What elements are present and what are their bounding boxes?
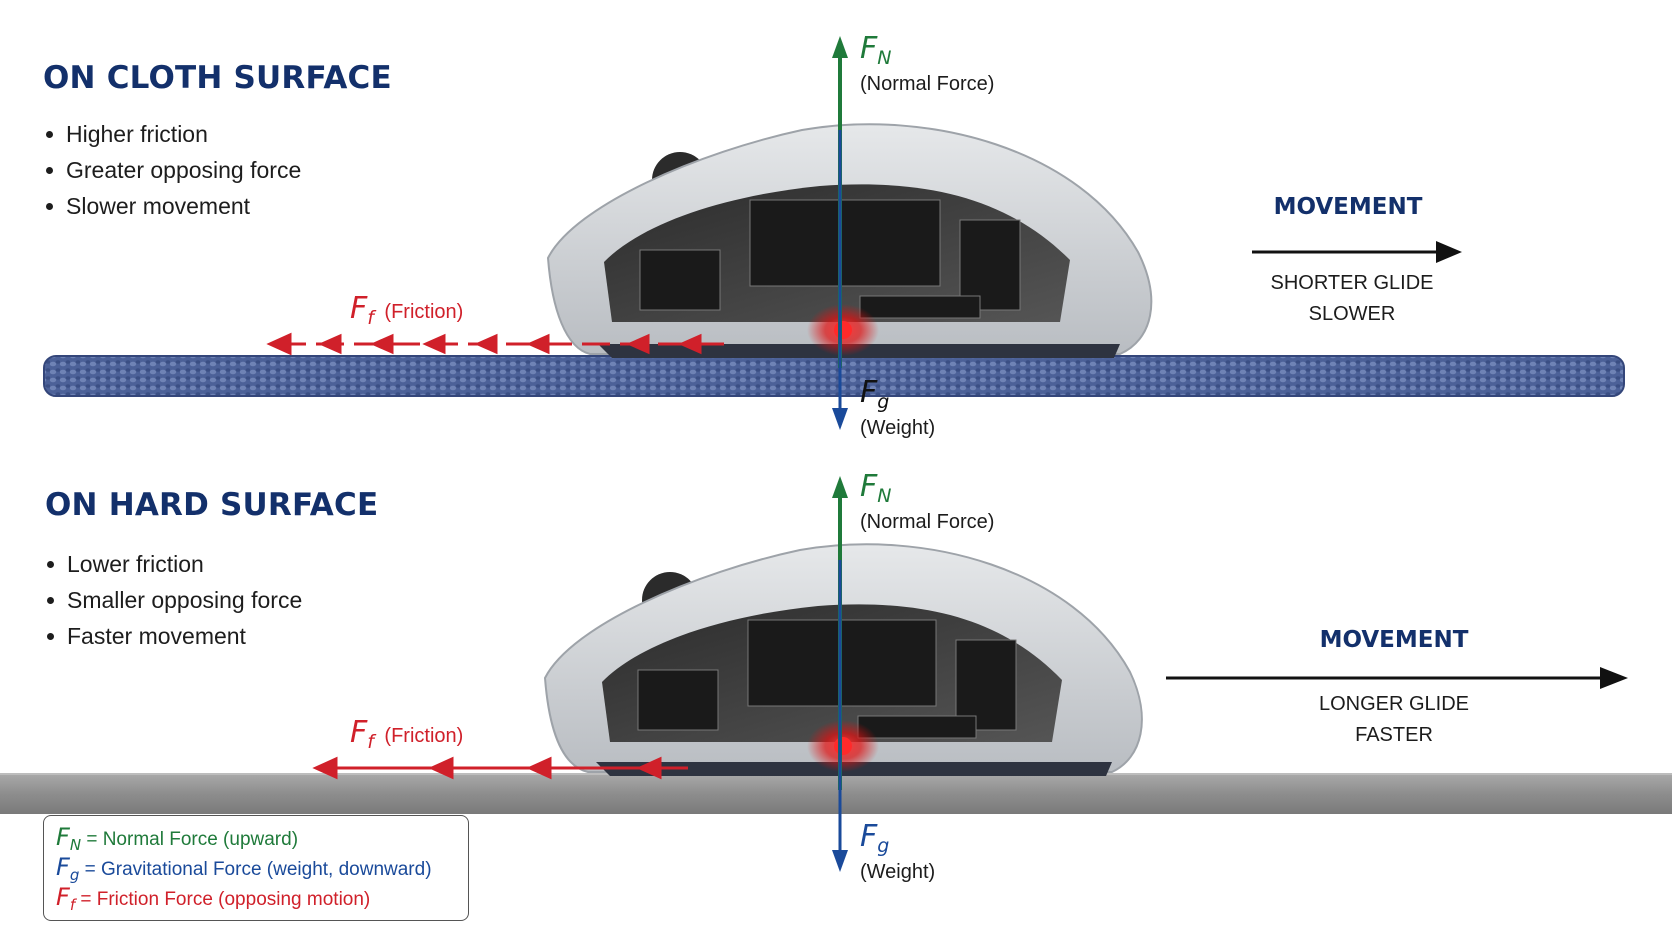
weight-label-top: Fg (Weight) bbox=[860, 378, 935, 440]
legend-friction: Ff = Friction Force (opposing motion) bbox=[56, 882, 456, 914]
weight-desc: (Weight) bbox=[860, 417, 936, 439]
hard-bullets: Lower friction Smaller opposing force Fa… bbox=[43, 546, 302, 654]
list-item: Slower movement bbox=[42, 188, 301, 224]
speed-label-top: SLOWER bbox=[1308, 303, 1396, 325]
normal-force-symbol: FN bbox=[860, 469, 892, 508]
glide-label-top: SHORTER GLIDE bbox=[1270, 272, 1434, 294]
movement-title-bottom: MOVEMENT bbox=[1319, 627, 1469, 653]
hard-surface bbox=[0, 773, 1672, 814]
weight-symbol: Fg bbox=[860, 819, 890, 858]
friction-symbol: Ff bbox=[350, 715, 374, 754]
legend-friction-symbol: Ff bbox=[56, 883, 76, 914]
cloth-surface bbox=[43, 355, 1625, 397]
movement-arrow-bottom bbox=[1166, 667, 1628, 689]
friction-label-top: Ff (Friction) bbox=[350, 294, 463, 333]
weight-arrow-top bbox=[832, 130, 848, 430]
list-item: Faster movement bbox=[43, 618, 302, 654]
legend-friction-text: = Friction Force (opposing motion) bbox=[80, 889, 371, 910]
normal-force-symbol: FN bbox=[860, 31, 892, 70]
weight-label-bottom: Fg (Weight) bbox=[860, 822, 935, 884]
legend-weight-text: = Gravitational Force (weight, downward) bbox=[84, 859, 432, 880]
section-title-hard: ON HARD SURFACE bbox=[45, 487, 379, 523]
normal-force-label-bottom: FN (Normal Force) bbox=[860, 472, 994, 534]
friction-symbol: Ff bbox=[350, 291, 374, 330]
list-item: Higher friction bbox=[42, 116, 301, 152]
legend-box: FN = Normal Force (upward) Fg = Gravitat… bbox=[43, 815, 469, 921]
speed-label-bottom: FASTER bbox=[1355, 724, 1433, 746]
weight-arrow-bottom bbox=[832, 560, 848, 872]
weight-symbol: Fg bbox=[860, 375, 890, 414]
legend-normal-text: = Normal Force (upward) bbox=[86, 829, 299, 850]
friction-desc: (Friction) bbox=[384, 301, 464, 323]
list-item: Smaller opposing force bbox=[43, 582, 302, 618]
friction-arrows-bottom bbox=[312, 756, 688, 780]
weight-desc: (Weight) bbox=[860, 861, 936, 883]
section-title-cloth: ON CLOTH SURFACE bbox=[43, 60, 392, 96]
list-item: Lower friction bbox=[43, 546, 302, 582]
normal-force-desc: (Normal Force) bbox=[860, 73, 995, 95]
legend-weight: Fg = Gravitational Force (weight, downwa… bbox=[56, 852, 456, 884]
normal-force-desc: (Normal Force) bbox=[860, 511, 995, 533]
glide-label-bottom: LONGER GLIDE bbox=[1318, 693, 1470, 715]
cloth-bullets: Higher friction Greater opposing force S… bbox=[42, 116, 301, 224]
friction-label-bottom: Ff (Friction) bbox=[350, 718, 463, 757]
movement-arrow-top bbox=[1252, 241, 1462, 263]
movement-title-top: MOVEMENT bbox=[1273, 194, 1423, 220]
friction-arrows-top bbox=[266, 332, 724, 356]
legend-weight-symbol: Fg bbox=[56, 853, 80, 884]
mouse-hard bbox=[543, 543, 1143, 776]
mouse-cloth bbox=[546, 123, 1153, 358]
normal-force-label-top: FN (Normal Force) bbox=[860, 34, 994, 96]
list-item: Greater opposing force bbox=[42, 152, 301, 188]
friction-desc: (Friction) bbox=[384, 725, 464, 747]
legend-normal-symbol: FN bbox=[56, 823, 82, 854]
legend-normal: FN = Normal Force (upward) bbox=[56, 822, 456, 854]
